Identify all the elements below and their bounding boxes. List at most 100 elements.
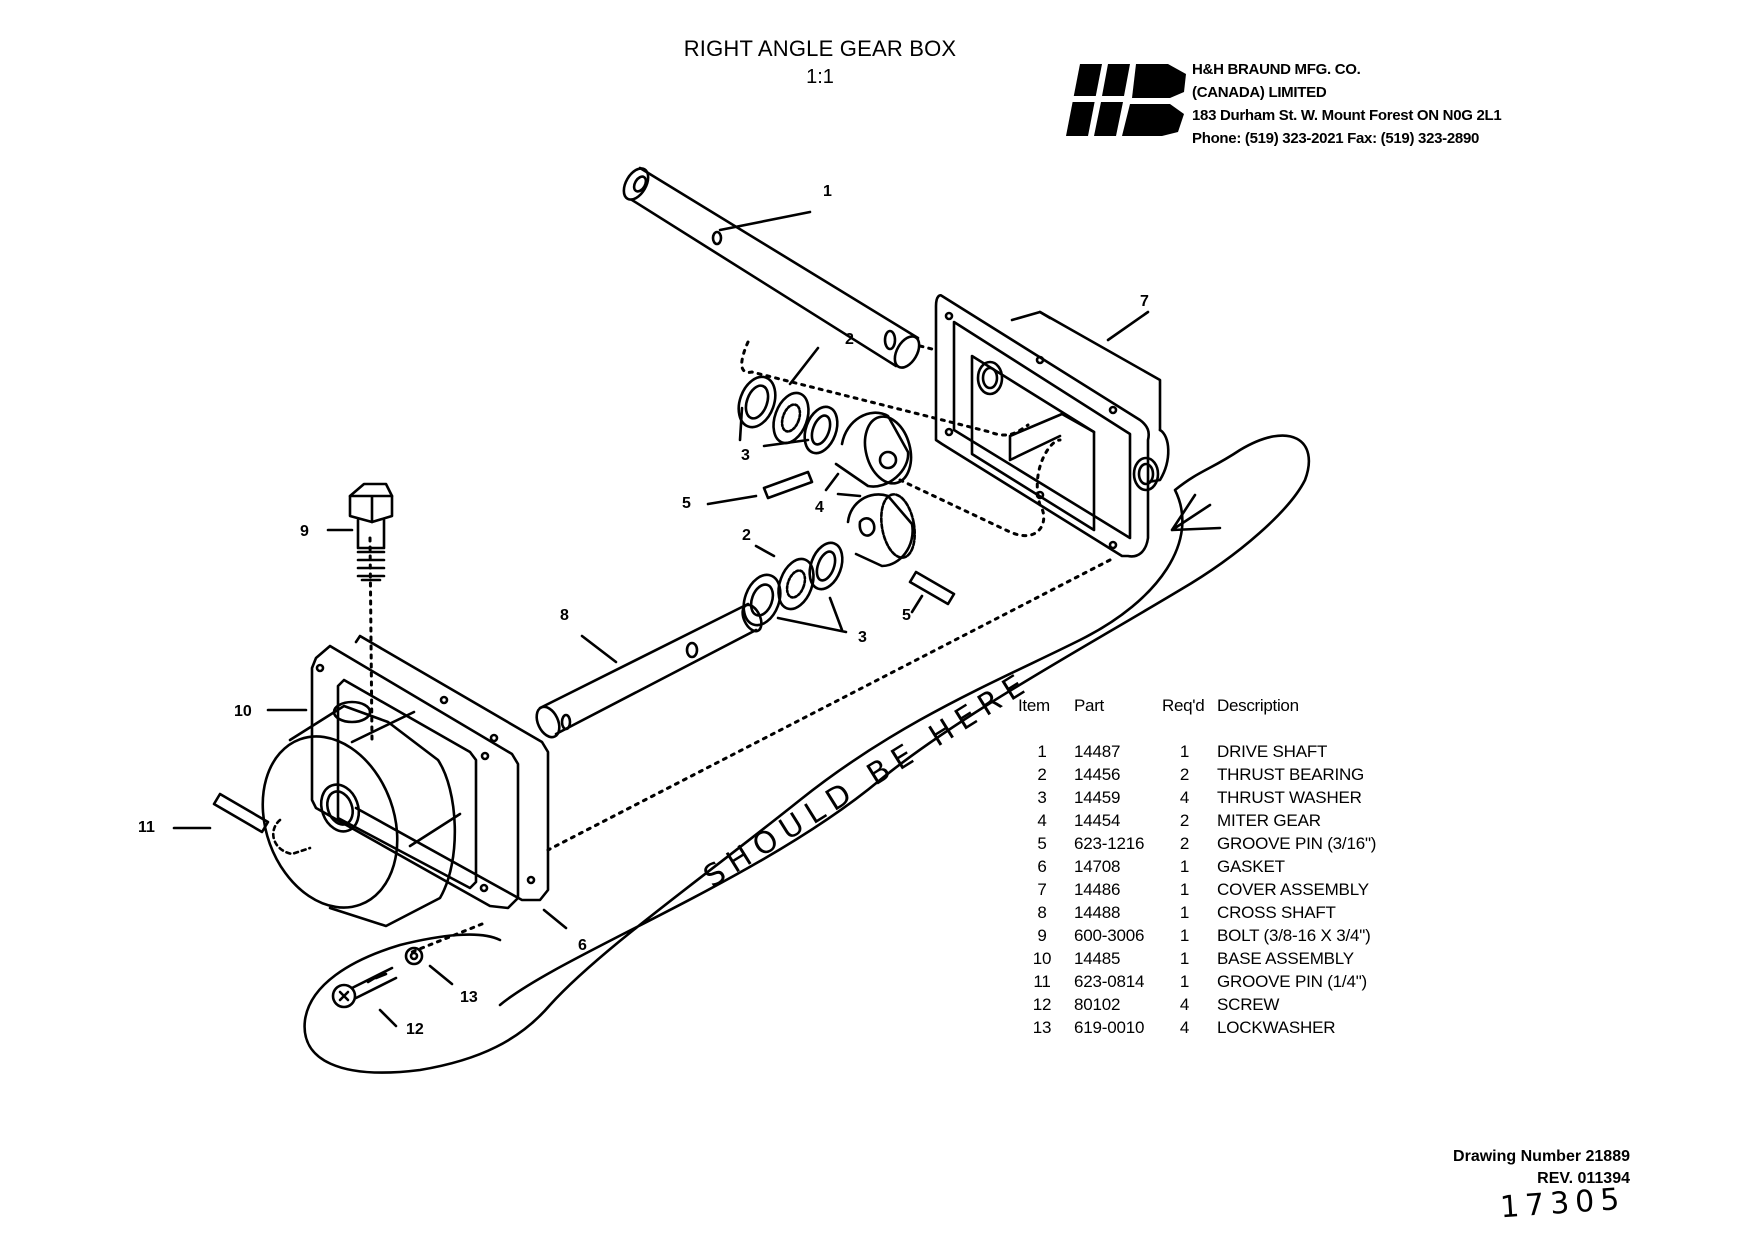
cell-part: 80102 — [1074, 995, 1121, 1014]
leader-line — [706, 494, 758, 506]
miter-gear-lower — [846, 493, 917, 568]
cell-description: SCREW — [1217, 995, 1280, 1014]
lockwasher — [404, 946, 424, 966]
callout-7: 7 — [1140, 293, 1149, 310]
drawing-title: RIGHT ANGLE GEAR BOX — [683, 36, 957, 61]
cell-item: 11 — [1033, 972, 1051, 991]
cell-item: 12 — [1032, 995, 1052, 1014]
callout-6: 6 — [578, 937, 587, 954]
callout-13: 13 — [460, 989, 478, 1006]
callout-12: 12 — [406, 1021, 424, 1038]
cell-part: 14485 — [1074, 949, 1121, 968]
callout-3-upper: 3 — [741, 447, 750, 464]
cell-item: 6 — [1037, 857, 1047, 876]
cell-description: GROOVE PIN (1/4") — [1217, 972, 1367, 991]
callout-2-lower: 2 — [742, 527, 751, 544]
callout-4: 4 — [815, 499, 824, 516]
cell-item: 5 — [1037, 834, 1047, 853]
cell-item: 8 — [1037, 903, 1047, 922]
callout-9: 9 — [300, 523, 309, 540]
cell-item: 10 — [1032, 949, 1052, 968]
cell-qty: 1 — [1179, 903, 1190, 922]
leader-line — [542, 908, 568, 930]
cell-item: 2 — [1037, 765, 1047, 784]
cell-qty: 2 — [1179, 765, 1190, 784]
cell-description: BOLT (3/8-16 X 3/4") — [1217, 926, 1371, 945]
company-logo-icon — [1058, 64, 1186, 136]
column-header-part: Part — [1074, 696, 1104, 715]
cell-part: 619-0010 — [1074, 1018, 1145, 1037]
drawing-scale: 1:1 — [806, 66, 834, 88]
cell-qty: 1 — [1179, 880, 1190, 899]
hex-bolt — [348, 482, 394, 582]
cell-part: 14488 — [1074, 903, 1121, 922]
hidden-pin-outline — [271, 818, 312, 856]
cell-part: 14486 — [1074, 880, 1121, 899]
cell-description: COVER ASSEMBLY — [1217, 880, 1369, 899]
miter-gear-upper — [834, 411, 913, 488]
leader-line — [910, 594, 924, 614]
cell-item: 1 — [1037, 742, 1047, 761]
cell-description: BASE ASSEMBLY — [1217, 949, 1354, 968]
cell-qty: 1 — [1179, 742, 1190, 761]
cell-description: DRIVE SHAFT — [1217, 742, 1328, 761]
callout-2-upper: 2 — [845, 331, 854, 348]
groove-pin-base — [212, 792, 270, 834]
callout-5-right: 5 — [902, 607, 911, 624]
callout-10: 10 — [234, 703, 252, 720]
table-row: 1 14487 1 DRIVE SHAFT — [1014, 740, 1437, 763]
table-header-row: Item Part Req'd Description — [1014, 696, 1437, 740]
thrust-washer-upper-outer — [737, 375, 777, 429]
cell-description: THRUST BEARING — [1217, 765, 1365, 784]
handwritten-note: SHOULD BE HERE — [698, 664, 1038, 894]
cell-description: GASKET — [1217, 857, 1285, 876]
cell-description: MITER GEAR — [1217, 811, 1321, 830]
company-info: H&H BRAUND MFG. CO. (CANADA) LIMITED 183… — [1192, 58, 1502, 150]
drive-shaft — [622, 166, 921, 369]
leader-line — [1106, 310, 1150, 342]
cell-qty: 1 — [1179, 857, 1190, 876]
cell-part: 14487 — [1074, 742, 1121, 761]
cell-description: THRUST WASHER — [1217, 788, 1362, 807]
thrust-washer-lower-inner — [808, 541, 844, 591]
company-phone: Phone: (519) 323-2021 Fax: (519) 323-289… — [1192, 130, 1480, 147]
callout-1: 1 — [823, 183, 832, 200]
callout-3-lower: 3 — [858, 629, 867, 646]
base-hub — [261, 700, 462, 928]
cell-item: 7 — [1037, 880, 1047, 899]
cell-description: CROSS SHAFT — [1217, 903, 1336, 922]
cell-part: 623-1216 — [1074, 834, 1145, 853]
cell-part: 14708 — [1074, 857, 1121, 876]
revision-number: REV. 011394 — [1537, 1170, 1630, 1187]
table-row: 6 14708 1 GASKET — [1014, 855, 1437, 878]
cell-qty: 4 — [1179, 788, 1190, 807]
cell-part: 14459 — [1074, 788, 1121, 807]
parts-list-table: Item Part Req'd Description 1 14487 1 DRIVE… — [1014, 696, 1437, 1039]
cell-description: LOCKWASHER — [1217, 1018, 1336, 1037]
leader-line — [738, 346, 848, 634]
column-header-reqd: Req'd — [1162, 696, 1205, 715]
groove-pin-upper — [762, 470, 814, 500]
thrust-bearing-lower — [777, 557, 815, 611]
callout-11: 11 — [138, 819, 155, 836]
screw — [331, 966, 398, 1009]
leader-line — [824, 472, 862, 498]
handwritten-loop — [303, 434, 1311, 1074]
table-row: 8 14488 1 CROSS SHAFT — [1014, 901, 1437, 924]
cell-qty: 2 — [1179, 811, 1190, 830]
cell-qty: 2 — [1179, 834, 1190, 853]
cell-item: 13 — [1032, 1018, 1052, 1037]
column-header-item: Item — [1018, 696, 1050, 715]
cell-part: 14454 — [1074, 811, 1121, 830]
leader-line — [378, 964, 454, 1028]
company-address: 183 Durham St. W. Mount Forest ON N0G 2L… — [1192, 107, 1502, 124]
